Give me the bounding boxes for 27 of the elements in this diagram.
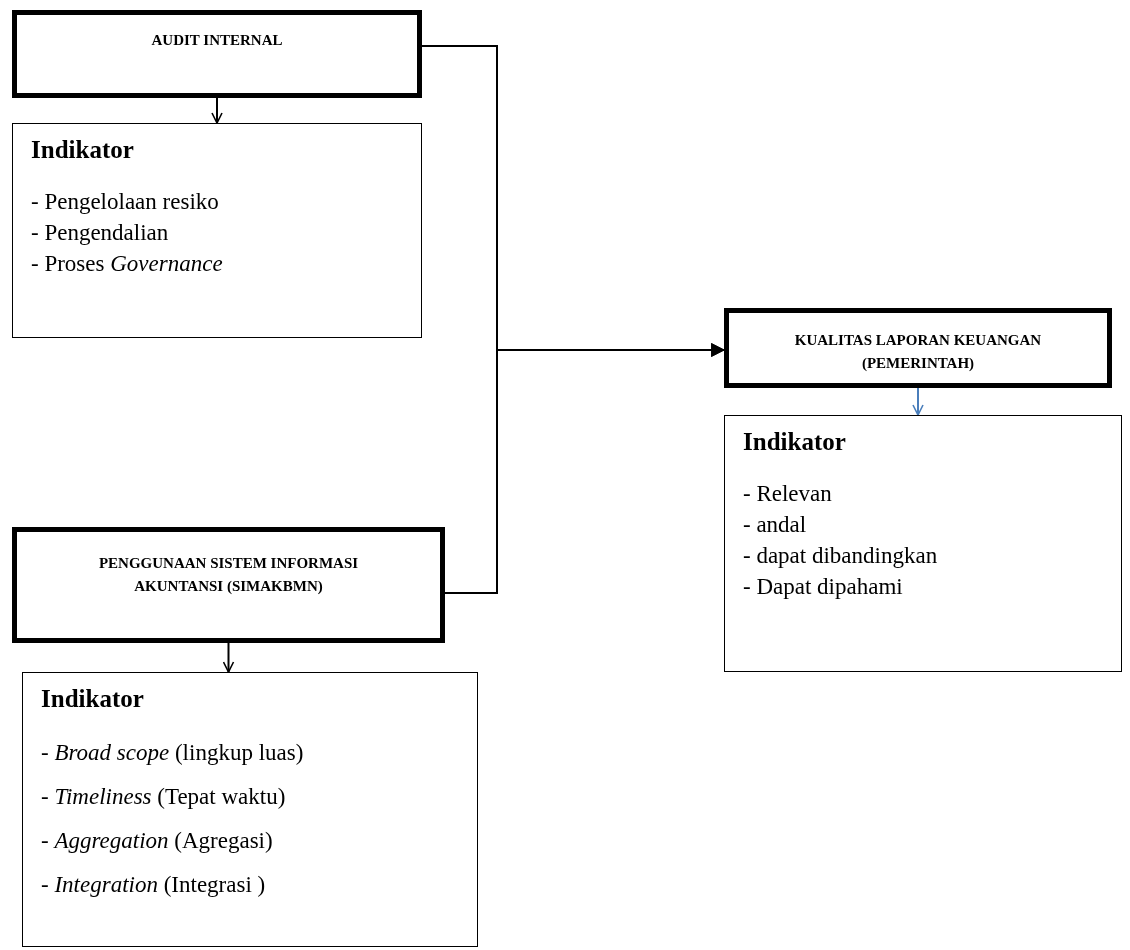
arrow xyxy=(912,387,924,416)
indicator-box xyxy=(22,672,478,947)
indicator-item: - andal xyxy=(743,511,808,539)
indicator-item: - Pengendalian xyxy=(31,219,170,247)
indicator-item: - Aggregation (Agregasi) xyxy=(41,827,274,855)
indicator-item: - Broad scope (lingkup luas) xyxy=(41,739,305,767)
indicator-item: - Timeliness (Tepat waktu) xyxy=(41,783,287,811)
variable-title: PENGGUNAAN SISTEM INFORMASI AKUNTANSI (SIMAKBMN) xyxy=(97,554,360,596)
indicator-item: - dapat dibandingkan xyxy=(743,542,939,570)
arrow xyxy=(211,97,223,124)
variable-box xyxy=(12,527,445,643)
indicator-item: - Proses Governance xyxy=(31,250,224,278)
indicator-heading: Indikator xyxy=(743,428,847,456)
indicator-item: - Integration (Integrasi ) xyxy=(41,871,267,899)
indicator-item: - Relevan xyxy=(743,480,833,508)
variable-box xyxy=(12,10,422,98)
indicator-heading: Indikator xyxy=(41,685,145,713)
indicator-item: - Pengelolaan resiko xyxy=(31,188,220,216)
variable-title: AUDIT INTERNAL xyxy=(151,31,283,50)
variable-box xyxy=(724,308,1112,388)
arrow xyxy=(222,642,235,673)
indicator-box xyxy=(724,415,1122,672)
indicator-heading: Indikator xyxy=(31,136,135,164)
variable-title: KUALITAS LAPORAN KEUANGAN (PEMERINTAH) xyxy=(793,331,1043,373)
indicator-item: - Dapat dipahami xyxy=(743,573,904,601)
indicator-box xyxy=(12,123,422,338)
arrow xyxy=(444,343,726,594)
